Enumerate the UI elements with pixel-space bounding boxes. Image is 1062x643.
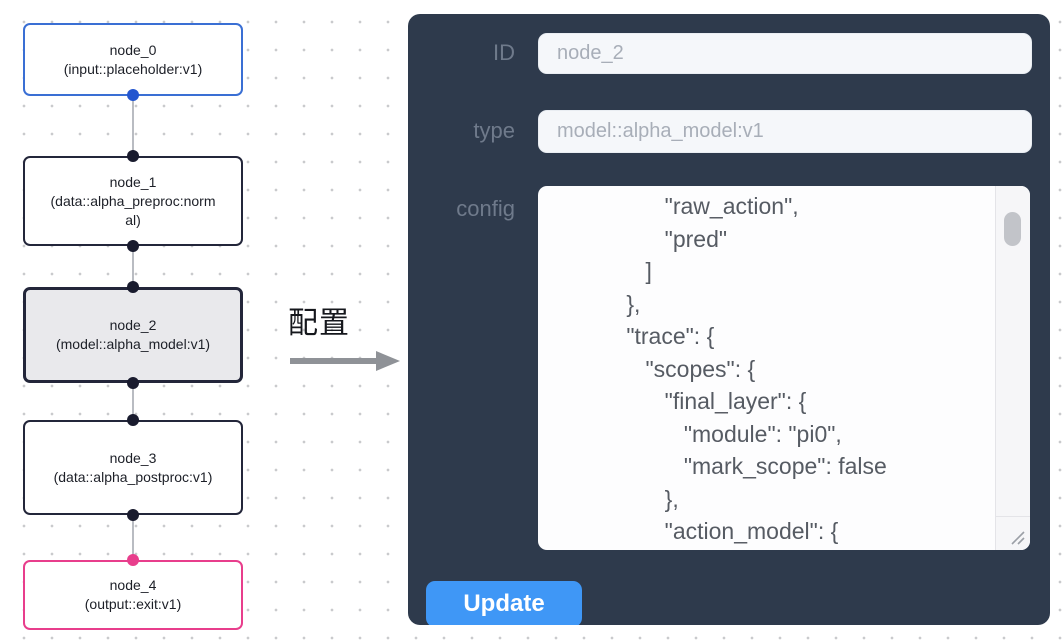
graph-node-node_4[interactable]: node_4 (output::exit:v1) [23,560,243,630]
graph-node-node_3[interactable]: node_3 (data::alpha_postproc:v1) [23,420,243,515]
handle-node_0-source[interactable] [127,89,139,101]
config-arrow-label: 配置 [288,307,350,340]
edge-node_0-node_1 [132,95,134,156]
textarea-resize-grip-icon[interactable] [1008,528,1026,546]
vertical-scrollbar-track[interactable] [995,186,1030,550]
handle-node_1-source[interactable] [127,240,139,252]
handle-node_2-target[interactable] [127,281,139,293]
node-title: node_2 [109,317,157,333]
node-subtitle: (output::exit:v1) [84,596,182,612]
graph-node-node_0[interactable]: node_0 (input::placeholder:v1) [23,23,243,96]
node-subtitle: (data::alpha_postproc:v1) [53,468,213,485]
node-subtitle: (input::placeholder:v1) [63,60,203,77]
graph-node-node_1[interactable]: node_1 (data::alpha_preproc:normal) [23,156,243,246]
handle-node_2-source[interactable] [127,377,139,389]
node-title: node_0 [109,41,157,58]
config-transition: 配置 [288,298,408,374]
config-field-label: config [456,196,515,221]
config-json-text[interactable]: "raw_action", "pred" ] }, "trace": { "sc… [626,193,887,544]
edge-node_2-node_3 [132,383,134,420]
edge-node_3-node_4 [132,515,134,560]
node-title: node_1 [109,173,157,190]
update-button[interactable]: Update [426,581,582,625]
node-subtitle: (model::alpha_model:v1) [55,336,211,352]
scrollbar-corner [996,516,1030,550]
node-title: node_3 [109,449,157,466]
type-field-label: type [473,118,515,143]
node-config-panel: ID type config "raw_action", "pred" ] },… [408,14,1050,625]
node-title: node_4 [109,577,157,593]
type-input[interactable] [538,110,1032,153]
right-arrow-icon [290,351,400,371]
graph-node-node_2-selected[interactable]: node_2 (model::alpha_model:v1) [23,287,243,383]
config-editor[interactable]: "raw_action", "pred" ] }, "trace": { "sc… [538,186,1030,550]
node-subtitle: (data::alpha_preproc:normal) [50,192,216,228]
edge-node_1-node_2 [132,246,134,287]
handle-node_1-target[interactable] [127,150,139,162]
handle-node_4-target[interactable] [127,554,139,566]
handle-node_3-target[interactable] [127,414,139,426]
id-input[interactable] [538,33,1032,74]
id-field-label: ID [493,40,515,65]
vertical-scrollbar-thumb[interactable] [1004,212,1021,246]
handle-node_3-source[interactable] [127,509,139,521]
